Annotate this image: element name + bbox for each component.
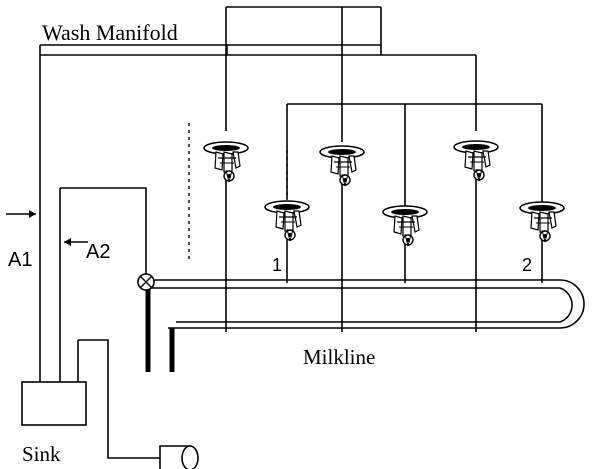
wash-manifold-pipes <box>39 6 477 382</box>
a2-label: A2 <box>86 241 110 263</box>
unit-2-label: 2 <box>522 255 532 275</box>
milkline-label: Milkline <box>303 345 375 369</box>
unit-1-label: 1 <box>272 255 282 275</box>
dashed-guides <box>188 123 288 260</box>
sink-tank <box>21 381 87 426</box>
milkline-loop <box>145 279 585 372</box>
valve-icon <box>137 273 155 291</box>
milking-cluster-icon <box>453 140 499 182</box>
milking-cluster-icon <box>319 145 365 187</box>
air-line-pipes <box>59 187 160 459</box>
milking-cluster-icon <box>382 205 428 247</box>
arrow-a1-icon <box>6 210 36 218</box>
unit-connection-pipes <box>225 103 543 332</box>
pump-icon <box>159 445 199 469</box>
sink-label: Sink <box>22 442 61 466</box>
a1-label: A1 <box>8 249 32 271</box>
milking-cluster-icon <box>203 141 249 183</box>
milking-cluster-icon <box>519 201 565 243</box>
wash-manifold-label: Wash Manifold <box>42 20 178 45</box>
milking-cluster-icon <box>264 200 310 242</box>
arrow-a2-icon <box>64 238 88 246</box>
